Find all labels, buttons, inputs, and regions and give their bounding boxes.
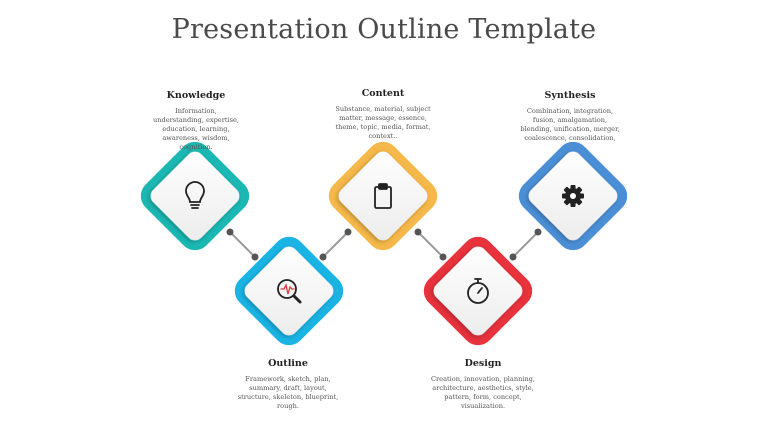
- node-design-card: [433, 246, 523, 336]
- design-heading: Design: [464, 358, 502, 369]
- outline-heading: Outline: [268, 358, 308, 369]
- page-title: Presentation Outline Template: [171, 14, 597, 45]
- label-design: Design Creation, innovation, planning, a…: [388, 358, 578, 411]
- connectors: [226, 228, 542, 261]
- connector-design-synthesis: [512, 231, 539, 258]
- outline-description: Framework, sketch, plan, summary, draft,…: [237, 375, 339, 410]
- connector-dot: [226, 228, 234, 236]
- connector-dot: [251, 253, 259, 261]
- connector-dot: [319, 253, 327, 261]
- knowledge-description: Information, understanding, expertise, e…: [152, 107, 239, 151]
- label-knowledge: Knowledge Information, understanding, ex…: [101, 90, 291, 152]
- label-synthesis: Synthesis Combination, integration, fusi…: [475, 90, 665, 143]
- connector-knowledge-outline: [229, 231, 256, 258]
- label-outline: Outline Framework, sketch, plan, summary…: [193, 358, 383, 411]
- connector-dot: [534, 228, 542, 236]
- synthesis-heading: Synthesis: [544, 90, 596, 101]
- design-description: Creation, innovation, planning, architec…: [430, 375, 536, 410]
- connector-outline-content: [322, 231, 349, 258]
- connector-dot: [509, 253, 517, 261]
- connector-dot: [344, 228, 352, 236]
- gear-icon: [562, 185, 584, 207]
- connector-content-design: [417, 231, 444, 258]
- node-outline: [234, 236, 344, 346]
- label-content: Content Substance, material, subject mat…: [288, 88, 478, 141]
- clipboard-icon: [374, 183, 392, 209]
- synthesis-description: Combination, integration, fusion, amalga…: [520, 107, 620, 142]
- node-knowledge-card: [150, 151, 240, 241]
- magnifier-pulse-icon: [277, 279, 302, 304]
- knowledge-heading: Knowledge: [166, 90, 226, 101]
- node-synthesis: [518, 141, 628, 251]
- stopwatch-icon: [467, 278, 489, 304]
- content-description: Substance, material, subject matter, mes…: [335, 105, 431, 140]
- node-content: [328, 141, 438, 251]
- node-content-card: [338, 151, 428, 241]
- content-heading: Content: [361, 88, 405, 99]
- node-design: [423, 236, 533, 346]
- connector-dot: [414, 228, 422, 236]
- connector-dot: [439, 253, 447, 261]
- node-knowledge: [140, 141, 250, 251]
- lightbulb-icon: [185, 181, 205, 209]
